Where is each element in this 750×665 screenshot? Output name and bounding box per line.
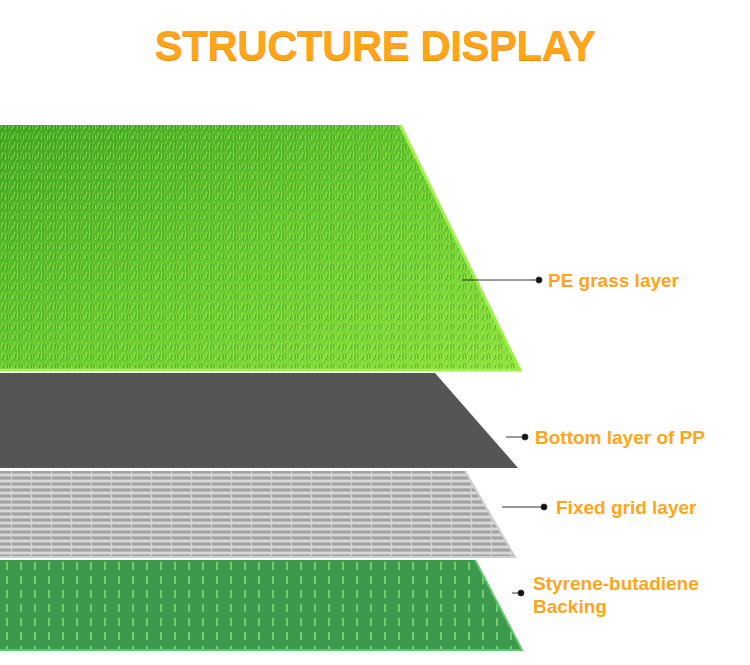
leader-line [506, 437, 524, 438]
leader-dot [522, 434, 528, 440]
part-label: Styrene-butadiene Backing [533, 572, 733, 618]
part-label: Fixed grid layer [556, 496, 696, 519]
grid-edge [0, 471, 515, 557]
grass-edge [0, 125, 520, 370]
part-label: PE grass layer [548, 269, 679, 292]
leader-dot [518, 590, 524, 596]
grass-texture [0, 125, 520, 370]
title: STRUCTURE DISPLAY [155, 22, 595, 70]
leader-line [462, 280, 538, 281]
backing-edge [0, 560, 522, 650]
backing-layer [0, 560, 522, 650]
leader-dot [536, 277, 542, 283]
grid-layer [0, 471, 515, 557]
leader-dot [541, 504, 547, 510]
part-label: Bottom layer of PP [535, 426, 705, 449]
leader-line [502, 507, 543, 508]
grass-layer [0, 125, 520, 370]
pp-layer [0, 373, 518, 468]
